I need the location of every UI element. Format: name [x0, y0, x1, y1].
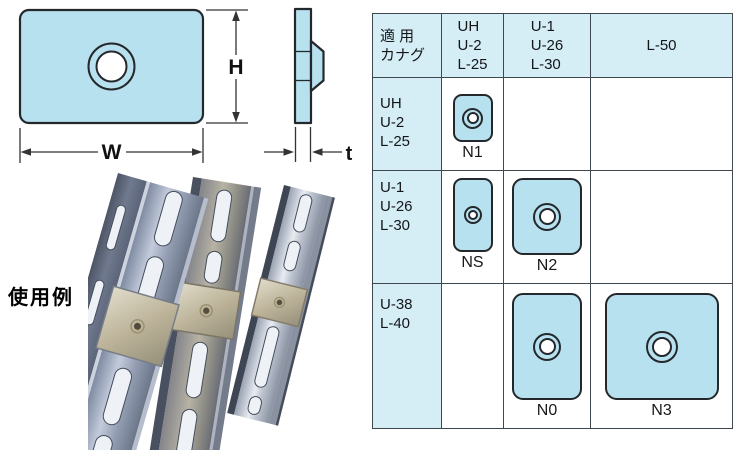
nut-hole [651, 336, 672, 357]
application-table: 適 用 カナグ UH U-2 L-25 U-1 U-26 L-30 [372, 13, 733, 429]
plate-hole-outer [87, 42, 136, 91]
w-dimension: W [19, 128, 204, 164]
column-header-uh-u2-l25: UH U-2 L-25 [441, 13, 504, 78]
part-drawing-n0 [512, 293, 582, 400]
empty-cell [441, 283, 504, 429]
nut-plate-on-right-channel [250, 277, 309, 328]
row-label-u1-u26-l30: U-1 U-26 L-30 [372, 170, 442, 284]
nut-hole [466, 112, 479, 124]
strut-channel-right [227, 185, 335, 426]
empty-cell [590, 170, 733, 284]
nut-hole [538, 208, 556, 225]
corner-header-line1: 適 用 [380, 27, 415, 45]
usage-photo [88, 173, 335, 450]
column-header-u1-u26-l30: U-1 U-26 L-30 [503, 13, 591, 78]
part-code-ns: NS [461, 254, 484, 271]
part-drawing-n3 [604, 293, 719, 400]
cell-part-n1: N1 [441, 77, 504, 171]
strut-channel-left [88, 173, 209, 450]
plate-hole-inner [95, 50, 128, 83]
front-view [18, 8, 205, 125]
empty-cell [503, 77, 591, 171]
part-drawing-n1 [452, 94, 493, 142]
part-drawing-n2 [512, 178, 582, 255]
corner-header: 適 用 カナグ [372, 13, 442, 78]
nut-plate-on-left-channel [95, 285, 180, 368]
empty-cell [590, 77, 733, 171]
cell-part-n3: N3 [590, 283, 733, 429]
part-code-n0: N0 [536, 402, 558, 419]
w-label: W [102, 141, 122, 164]
part-code-n3: N3 [651, 402, 672, 419]
nut-boss [309, 39, 325, 93]
part-drawing-ns [452, 178, 493, 252]
h-dimension: H [206, 9, 248, 124]
row-label-uh-u2-l25: UH U-2 L-25 [372, 77, 442, 171]
corner-header-line2: カナグ [380, 46, 426, 64]
nut-ring [462, 107, 483, 129]
nut-ring [463, 206, 482, 224]
nut-ring [645, 330, 678, 363]
nut-ring [533, 202, 561, 231]
nut-hole [467, 210, 478, 220]
nut-plate-on-middle-channel [171, 281, 242, 341]
part-code-n1: N1 [462, 144, 483, 161]
cell-part-ns: NS [441, 170, 504, 284]
nut-ring [533, 332, 561, 361]
h-label: H [228, 56, 243, 79]
part-code-n2: N2 [536, 257, 558, 274]
t-label: t [346, 143, 353, 165]
row-label-u38-l40: U-38 L-40 [372, 283, 442, 429]
cell-part-n0: N0 [503, 283, 591, 429]
cell-part-n2: N2 [503, 170, 591, 284]
t-dimension: t [264, 127, 353, 165]
side-view [293, 7, 325, 125]
column-header-l50: L-50 [590, 13, 733, 78]
nut-hole [538, 338, 556, 355]
strut-channel-middle [141, 176, 262, 450]
dimension-drawing: H W t [18, 7, 353, 165]
usage-caption: 使用例 [8, 287, 74, 309]
